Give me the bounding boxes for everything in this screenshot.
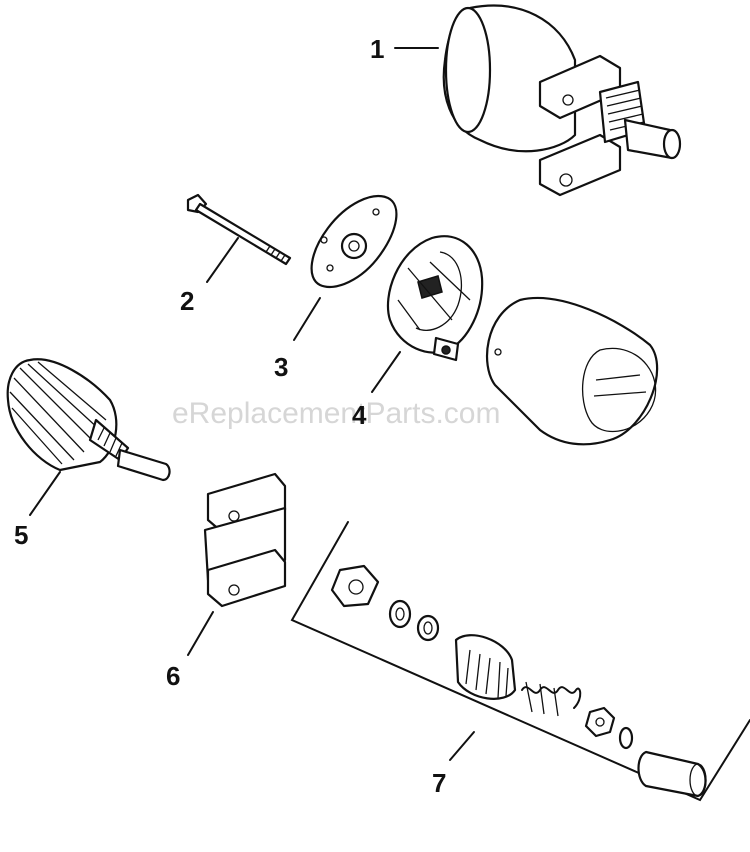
part-5-armature[interactable] (6, 358, 171, 482)
callout-1: 1 (370, 34, 384, 64)
callout-4: 4 (352, 400, 367, 430)
leader-line-4 (371, 351, 401, 393)
watermark-text: eReplacementParts.com (172, 397, 500, 430)
part-6-drive-end-cap[interactable] (203, 472, 287, 608)
part-2-through-bolt[interactable] (186, 193, 292, 266)
part-7-drive-kit[interactable] (290, 521, 750, 802)
housing-sleeve (485, 296, 659, 446)
leader-lines (29, 47, 475, 761)
callout-5: 5 (14, 520, 28, 550)
callout-3: 3 (274, 352, 288, 382)
leader-line-6 (187, 611, 214, 656)
callout-6: 6 (166, 661, 180, 691)
part-4-brush-holder[interactable] (386, 235, 484, 362)
leader-line-7 (449, 731, 475, 761)
leader-line-5 (29, 471, 61, 516)
part-1-starter-motor[interactable] (442, 4, 682, 197)
leader-line-3 (293, 297, 321, 341)
part-3-end-plate[interactable] (310, 195, 398, 289)
callout-2: 2 (180, 286, 194, 316)
leader-line-2 (206, 237, 239, 283)
callout-7: 7 (432, 768, 446, 798)
